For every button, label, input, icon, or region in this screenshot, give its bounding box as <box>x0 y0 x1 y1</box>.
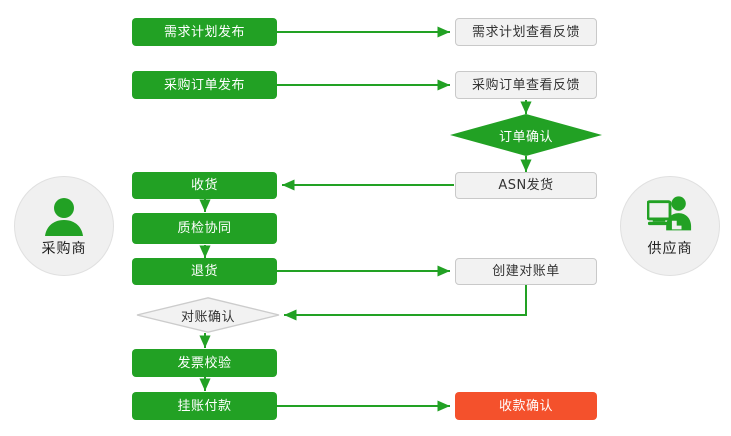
node-label: 发票校验 <box>177 355 232 371</box>
node-receipt-confirm[interactable]: 收款确认 <box>455 392 597 420</box>
node-payable-payment[interactable]: 挂账付款 <box>132 392 277 420</box>
actor-buyer[interactable]: 采购商 <box>14 176 114 276</box>
node-label: 需求计划查看反馈 <box>471 24 580 40</box>
node-quality-collab[interactable]: 质检协同 <box>132 213 277 244</box>
node-label: 订单确认 <box>498 129 553 145</box>
node-po-publish[interactable]: 采购订单发布 <box>132 71 277 99</box>
node-label: 创建对账单 <box>492 264 560 279</box>
node-label: ASN发货 <box>498 178 554 193</box>
node-label: 挂账付款 <box>177 398 232 414</box>
actor-supplier-label: 供应商 <box>647 240 693 257</box>
node-receive-goods[interactable]: 收货 <box>132 172 277 199</box>
actor-supplier[interactable]: 供应商 <box>620 176 720 276</box>
node-label: 退货 <box>190 264 218 279</box>
node-asn-ship[interactable]: ASN发货 <box>455 172 597 199</box>
node-demand-plan-feedback[interactable]: 需求计划查看反馈 <box>455 18 597 46</box>
diamond-shape <box>450 114 602 156</box>
node-po-feedback[interactable]: 采购订单查看反馈 <box>455 71 597 99</box>
diamond-shape <box>136 297 280 333</box>
node-label: 采购订单发布 <box>163 77 245 93</box>
edge-statement-to-reconcile <box>284 285 527 321</box>
actor-buyer-label: 采购商 <box>41 240 87 257</box>
node-create-statement[interactable]: 创建对账单 <box>455 258 597 285</box>
node-label: 质检协同 <box>177 221 232 236</box>
node-demand-plan-publish[interactable]: 需求计划发布 <box>132 18 277 46</box>
node-return-goods[interactable]: 退货 <box>132 258 277 285</box>
node-label: 采购订单查看反馈 <box>471 77 580 93</box>
node-reconcile-confirm[interactable]: 对账确认 <box>136 297 280 333</box>
node-invoice-verify[interactable]: 发票校验 <box>132 349 277 377</box>
person-icon <box>41 195 87 237</box>
person-at-computer-icon <box>647 195 693 237</box>
node-label: 收款确认 <box>498 398 553 414</box>
node-label: 收货 <box>190 178 218 193</box>
node-label: 对账确认 <box>180 309 235 325</box>
node-label: 需求计划发布 <box>163 24 245 40</box>
node-order-confirm[interactable]: 订单确认 <box>450 114 602 156</box>
